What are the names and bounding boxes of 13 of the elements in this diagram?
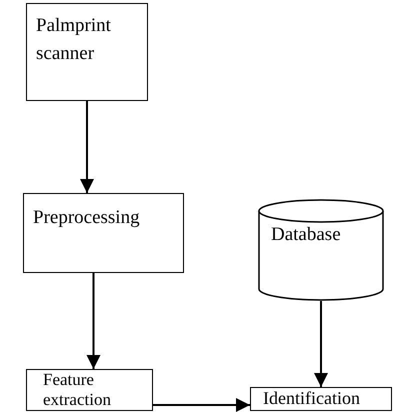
node-label: Feature extraction: [43, 370, 112, 410]
process-box: [23, 193, 184, 273]
arrow: [80, 101, 94, 193]
arrow: [86, 273, 100, 369]
arrow: [153, 398, 250, 412]
node-label: Preprocessing: [33, 206, 141, 230]
arrow: [314, 301, 328, 387]
process-box: [26, 3, 148, 101]
node-label: Palmprint scanner: [36, 14, 112, 66]
process-box: [26, 369, 153, 411]
node-label: Identification: [263, 388, 361, 409]
node-label: Database: [271, 223, 342, 247]
process-box: [250, 387, 392, 411]
